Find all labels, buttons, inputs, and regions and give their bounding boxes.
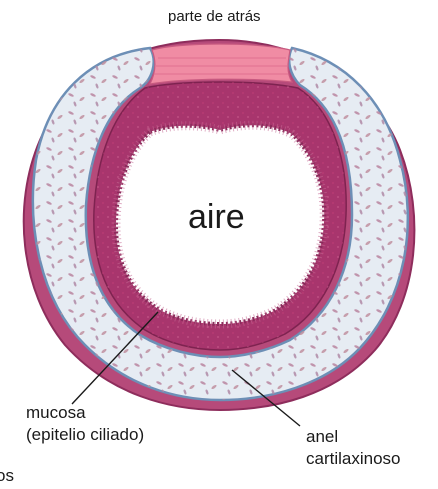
mucosa-label-line-2: (epitelio ciliado) — [26, 424, 144, 446]
air-label: aire — [188, 198, 245, 237]
cartilage-ring-label: anel cartilaxinoso — [306, 426, 401, 470]
mucosa-label-line-1: mucosa — [26, 402, 144, 424]
back-side-label: parte de atrás — [168, 8, 261, 25]
trachealis-muscle — [150, 44, 292, 84]
mucosa-label: mucosa (epitelio ciliado) — [26, 402, 144, 446]
cropped-label: os — [0, 466, 14, 486]
ring-label-line-1: anel — [306, 426, 401, 448]
ring-label-line-2: cartilaxinoso — [306, 448, 401, 470]
